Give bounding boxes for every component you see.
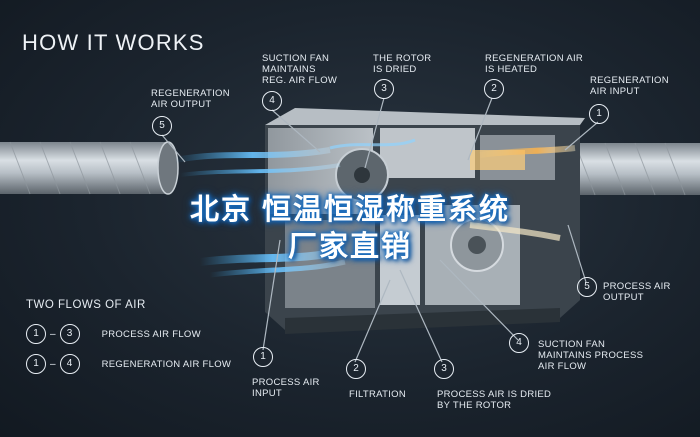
callout-number-4-bottom: 4 [509,333,529,353]
leader-lines [161,97,599,363]
legend-row-regeneration: 1 – 4 REGENERATION AIR FLOW [26,354,231,374]
legend-dash: – [50,328,56,340]
callout-label-regeneration-air-heated: REGENERATION AIR IS HEATED [485,53,584,75]
callout-number-1-bottom: 1 [253,347,273,367]
callout-label-process-air-input: PROCESS AIR INPUT [252,377,320,399]
page-title: HOW IT WORKS [22,30,205,55]
callout-label-regeneration-air-input: REGENERATION AIR INPUT [590,75,669,97]
legend-to-number: 3 [59,324,80,344]
left-duct [0,141,179,195]
legend-from-number: 1 [26,354,46,374]
callout-label-regeneration-air-output: REGENERATION AIR OUTPUT [151,88,230,110]
callout-number-3-top: 3 [374,79,394,99]
legend-title: TWO FLOWS OF AIR [26,299,146,311]
legend-label: REGENERATION AIR FLOW [101,358,232,370]
callout-number-1-top: 1 [589,104,609,124]
callout-number-2-top: 2 [484,79,504,99]
banner-line-2: 厂家直销 [287,231,412,263]
callout-number-3-bottom: 3 [434,359,454,379]
legend-dash: – [50,358,56,370]
callout-label-suction-fan-process: SUCTION FAN MAINTAINS PROCESS AIR FLOW [538,339,644,372]
air-flows [174,138,576,278]
legend-to-number: 4 [59,354,80,374]
callout-number-5-top: 5 [152,116,172,136]
legend-from-number: 1 [26,324,46,344]
callout-number-5-bottom: 5 [577,277,597,297]
banner-line-1: 北京 恒温恒湿称重系统 [189,194,511,226]
callout-number-2-bottom: 2 [346,359,366,379]
callout-label-filtration: FILTRATION [349,389,407,400]
callout-label-process-air-dried: PROCESS AIR IS DRIED BY THE ROTOR [437,389,552,411]
callout-label-rotor-dried: THE ROTOR IS DRIED [373,53,432,75]
callout-number-4-top: 4 [262,91,282,111]
callout-label-suction-fan-reg: SUCTION FAN MAINTAINS REG. AIR FLOW [262,53,338,86]
callout-label-process-air-output: PROCESS AIR OUTPUT [603,281,671,303]
legend-label: PROCESS AIR FLOW [101,328,201,340]
legend-row-process: 1 – 3 PROCESS AIR FLOW [26,324,201,344]
